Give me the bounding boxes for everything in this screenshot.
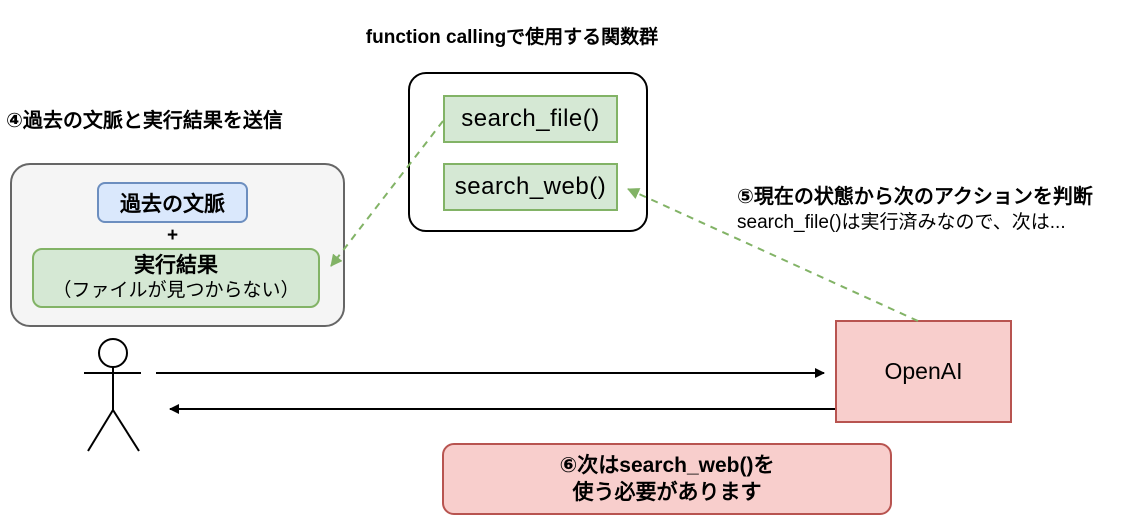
response-line2: 使う必要があります	[572, 481, 762, 504]
openai-box: OpenAI	[835, 320, 1012, 423]
function-box-search-web: search_web()	[443, 163, 618, 211]
step5-line2: search_file()は実行済みなので、次は...	[737, 212, 1066, 233]
function-box-search-file: search_file()	[443, 95, 618, 143]
function-label-search-web: search_web()	[454, 173, 607, 200]
step4-label: ④過去の文脈と実行結果を送信	[6, 110, 283, 132]
execution-result-title: 実行結果	[134, 254, 218, 277]
diagram-title: function callingで使用する関数群	[365, 27, 659, 48]
response-box: ⑥次はsearch_web()を 使う必要があります	[442, 443, 892, 515]
function-label-search-file: search_file()	[461, 105, 600, 132]
plus-sign: +	[166, 225, 179, 246]
response-line1: ⑥次はsearch_web()を	[559, 453, 775, 477]
past-context-label: 過去の文脈	[120, 192, 225, 216]
openai-label: OpenAI	[884, 358, 963, 384]
execution-result-box: 実行結果 （ファイルが見つからない）	[32, 248, 320, 308]
step5-label: ⑤現在の状態から次のアクションを判断 search_file()は実行済みなので…	[737, 185, 1137, 235]
step5-line1: ⑤現在の状態から次のアクションを判断	[737, 186, 1093, 208]
past-context-box: 過去の文脈	[97, 182, 248, 223]
user-actor-icon	[84, 338, 141, 452]
execution-result-detail: （ファイルが見つからない）	[52, 280, 300, 302]
